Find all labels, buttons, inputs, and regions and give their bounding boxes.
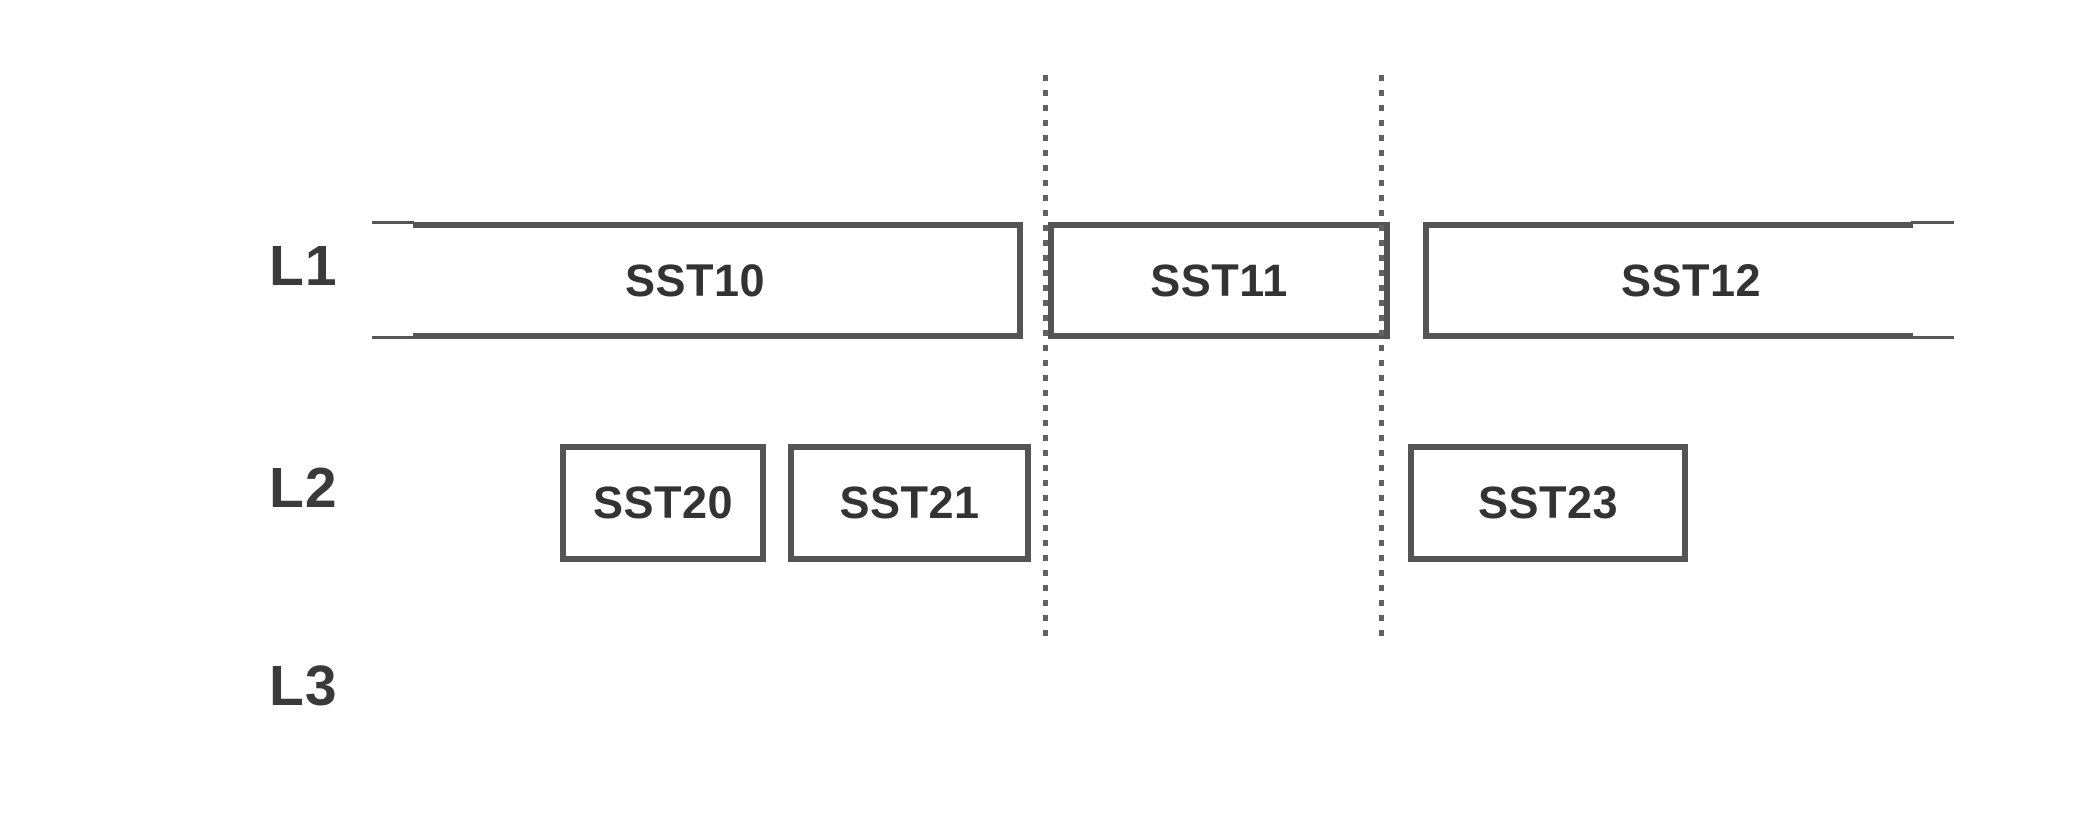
- segment-box-sst21: SST21: [788, 444, 1031, 562]
- row-label-l1: L1: [269, 234, 338, 298]
- segment-label-sst11: SST11: [1150, 254, 1288, 306]
- lifeline-stub-left-bottom: [372, 336, 414, 339]
- segment-label-sst10: SST10: [624, 254, 766, 306]
- segment-box-sst11: SST11: [1048, 222, 1390, 339]
- segment-box-sst10: SST10: [413, 222, 1023, 339]
- lifeline-stub-left-top: [372, 221, 414, 224]
- segment-label-sst21: SST21: [839, 477, 980, 528]
- dotted-boundary-line-1: [1043, 75, 1048, 640]
- segment-box-sst20: SST20: [560, 444, 766, 562]
- row-label-l2: L2: [269, 456, 338, 520]
- segment-label-sst23: SST23: [1477, 477, 1619, 528]
- row-label-l3: L3: [269, 654, 338, 718]
- lifeline-stub-right-bottom: [1911, 336, 1954, 339]
- segment-box-sst12: SST12: [1423, 222, 1913, 339]
- segment-label-sst12: SST12: [1620, 254, 1762, 306]
- segment-box-sst23: SST23: [1408, 444, 1688, 562]
- segment-label-sst20: SST20: [592, 477, 734, 528]
- lifeline-stub-right-top: [1911, 221, 1954, 224]
- dotted-boundary-line-2: [1379, 75, 1384, 640]
